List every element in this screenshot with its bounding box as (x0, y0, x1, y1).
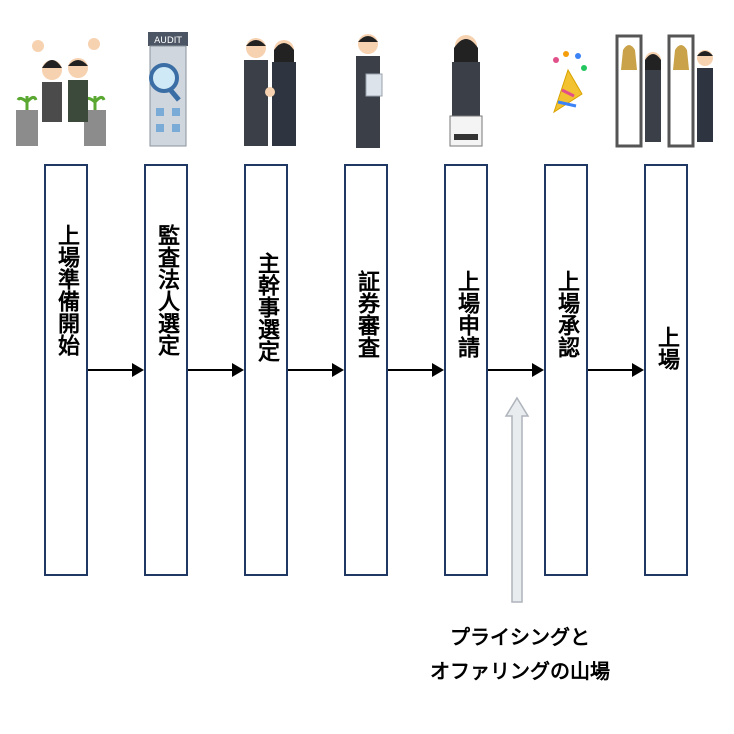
step-box: 主幹事選定 (244, 164, 288, 576)
step-label: 上場 (654, 326, 679, 370)
step-label: 主幹事選定 (254, 252, 279, 362)
flow-arrow-head (232, 363, 244, 377)
flow-arrow (188, 369, 232, 371)
flow-arrow (488, 369, 532, 371)
handshake-business-people-icon (244, 38, 296, 146)
pricing-up-arrow (504, 396, 530, 603)
businessman-with-document-icon (356, 34, 383, 148)
step-box: 上場準備開始 (44, 164, 88, 576)
bell-ringing-ceremony-icon (615, 34, 713, 148)
step-label: 証券審査 (354, 270, 379, 358)
step-label: 監査法人選定 (154, 224, 179, 356)
note-line-1: プライシングと (450, 625, 590, 649)
flow-arrow-head (332, 363, 344, 377)
step-box: 上場 (644, 164, 688, 576)
celebrating-business-people-with-sprouts-icon (16, 38, 106, 146)
flow-arrow-head (532, 363, 544, 377)
audit-building-magnifier-icon: AUDIT (148, 32, 188, 147)
pricing-offering-note: プライシングと オファリングの山場 (410, 620, 630, 688)
flow-arrow-head (632, 363, 644, 377)
step-box: 証券審査 (344, 164, 388, 576)
svg-text:AUDIT: AUDIT (154, 36, 182, 46)
flow-arrow (388, 369, 432, 371)
flow-arrow (88, 369, 132, 371)
flow-arrow (588, 369, 632, 371)
flow-arrow-head (432, 363, 444, 377)
note-line-2: オファリングの山場 (430, 659, 610, 683)
step-box: 上場承認 (544, 164, 588, 576)
flow-arrow-head (132, 363, 144, 377)
party-popper-icon (553, 51, 587, 114)
businesswoman-with-application-icon (449, 35, 483, 147)
flow-arrow (288, 369, 332, 371)
step-box: 監査法人選定 (144, 164, 188, 576)
step-box: 上場申請 (444, 164, 488, 576)
step-label: 上場申請 (454, 270, 479, 358)
step-label: 上場承認 (554, 270, 579, 358)
step-label: 上場準備開始 (54, 224, 79, 356)
